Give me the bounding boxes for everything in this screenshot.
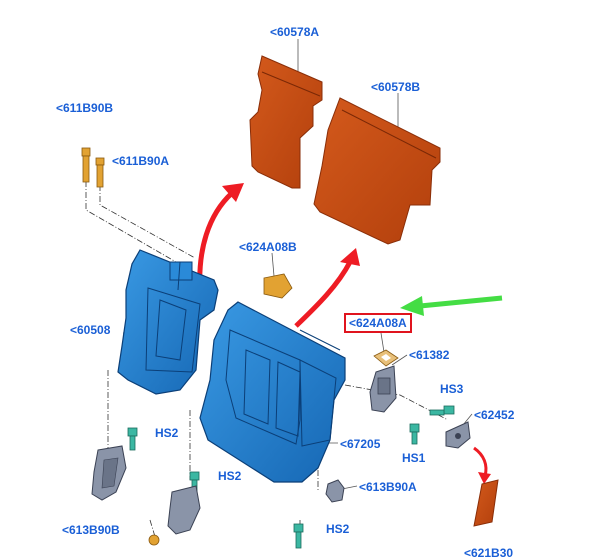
label-613B90B: <613B90B <box>62 523 120 537</box>
label-HS2-mid: HS2 <box>218 469 242 483</box>
label-621B30: <621B30 <box>464 546 514 560</box>
bolt-hs1 <box>409 423 420 445</box>
red-arrow-up-left <box>197 183 244 291</box>
label-611B90B: <611B90B <box>56 101 114 115</box>
seat-frame-right <box>199 301 346 483</box>
label-624A08A-highlighted: <624A08A <box>344 313 412 333</box>
bracket-624A08A <box>373 349 399 367</box>
hinge-bracket-mid <box>167 485 201 535</box>
bolt-hs2-bottom <box>293 523 304 549</box>
label-HS3: HS3 <box>440 382 464 396</box>
label-611B90A: <611B90A <box>112 154 170 168</box>
trim-pad-621B30 <box>473 479 499 527</box>
label-HS2-left: HS2 <box>155 426 179 440</box>
label-67205: <67205 <box>340 437 381 451</box>
label-60508: <60508 <box>70 323 111 337</box>
seat-back-panel-left <box>249 55 323 189</box>
seat-frame-left <box>117 249 219 395</box>
red-arrow-down <box>473 446 491 484</box>
green-arrow <box>400 295 503 316</box>
label-HS1: HS1 <box>402 451 426 465</box>
latch-cover-624A08B <box>263 273 293 299</box>
bolt-hs3 <box>429 405 455 416</box>
bolt-hs2-left <box>127 427 138 451</box>
pivot-613B90A <box>325 479 345 503</box>
label-61382: <61382 <box>409 348 450 362</box>
bolt-611B90A <box>95 157 105 188</box>
striker-62452 <box>445 421 471 449</box>
label-HS2-bottom: HS2 <box>326 522 350 536</box>
label-60578A: <60578A <box>270 25 320 39</box>
label-62452: <62452 <box>474 408 515 422</box>
hinge-bracket-left <box>91 445 127 501</box>
label-60578B: <60578B <box>371 80 421 94</box>
label-613B90A: <613B90A <box>359 480 417 494</box>
label-624A08B: <624A08B <box>239 240 297 254</box>
red-arrow-up-right <box>294 248 360 328</box>
nut-613B90B <box>148 534 160 546</box>
seat-back-panel-right <box>313 97 441 245</box>
latch-assembly-61382 <box>369 365 397 413</box>
bolt-611B90B <box>81 147 91 183</box>
